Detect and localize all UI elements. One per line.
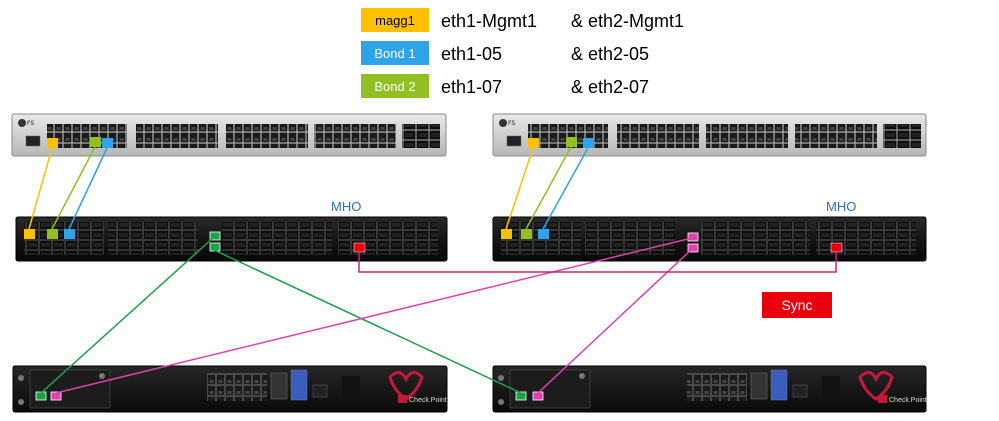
port-block-4 bbox=[314, 124, 396, 148]
bond2-iface1: eth1-07 bbox=[441, 77, 502, 97]
magg1-iface2: & eth2-Mgmt1 bbox=[571, 11, 684, 31]
checkpoint-brand-text: Check Point bbox=[889, 397, 927, 404]
mgmt-link-left bbox=[28, 147, 53, 230]
mgmt-port-marker bbox=[24, 229, 35, 239]
bond1-port-marker bbox=[64, 229, 75, 239]
bond2-port-marker bbox=[47, 229, 58, 239]
checkpoint-heart-logo-icon bbox=[388, 371, 424, 401]
uplink-green-port-1 bbox=[209, 231, 221, 241]
magg1-badge-label: magg1 bbox=[375, 13, 415, 28]
fs-logo-text: FS bbox=[508, 120, 515, 127]
bond1-port-marker bbox=[583, 138, 594, 148]
legend-row-bond1: Bond 1 eth1-05 & eth2-05 bbox=[361, 41, 649, 65]
magenta-port bbox=[50, 391, 62, 401]
bond2-port-marker bbox=[90, 137, 101, 147]
sync-port bbox=[353, 242, 366, 253]
uplink-sfp-block bbox=[883, 124, 921, 148]
access-switch-left: FS bbox=[11, 113, 447, 157]
mho-switch-left bbox=[15, 216, 448, 262]
bond2-link-left bbox=[51, 146, 96, 230]
access-switch-right: FS bbox=[492, 113, 927, 157]
bond2-badge-label: Bond 2 bbox=[374, 79, 415, 94]
green-link-to-right-appliance bbox=[213, 249, 522, 394]
port-block-3 bbox=[226, 124, 308, 148]
bond1-badge-label: Bond 1 bbox=[374, 46, 415, 61]
bond1-port-marker bbox=[102, 138, 113, 148]
port-block-3 bbox=[706, 124, 788, 148]
uplink-sfp-block bbox=[402, 124, 440, 148]
fs-logo-icon bbox=[18, 119, 26, 127]
magenta-link-to-right-appliance bbox=[537, 248, 693, 394]
magg1-badge bbox=[361, 8, 429, 32]
legend-row-bond2: Bond 2 eth1-07 & eth2-07 bbox=[361, 74, 649, 98]
bond2-port-marker bbox=[566, 137, 577, 147]
bond1-iface1: eth1-05 bbox=[441, 44, 502, 64]
checkpoint-appliance-right: Check Point bbox=[492, 365, 927, 413]
port-block-2 bbox=[617, 124, 699, 148]
mho-switch-right bbox=[492, 216, 927, 262]
sync-port bbox=[830, 242, 843, 253]
bond1-iface2: & eth2-05 bbox=[571, 44, 649, 64]
sync-link bbox=[358, 252, 837, 273]
port-block-2 bbox=[136, 124, 218, 148]
uplink-magenta-port-2 bbox=[687, 243, 699, 253]
bond1-link-right bbox=[542, 147, 589, 230]
checkpoint-heart-logo-icon bbox=[858, 371, 894, 401]
mho-label-left: MHO bbox=[331, 199, 361, 214]
port-block-4 bbox=[795, 124, 877, 148]
bond1-port-marker bbox=[538, 229, 549, 239]
green-link-to-left-appliance bbox=[40, 236, 215, 394]
checkpoint-appliance-left: Check Point bbox=[12, 365, 448, 413]
magenta-link-to-left-appliance bbox=[55, 237, 693, 394]
fs-logo-icon bbox=[499, 119, 507, 127]
bond1-link-left bbox=[68, 147, 108, 230]
port-block-1 bbox=[47, 124, 127, 148]
links bbox=[28, 146, 837, 394]
magg1-iface1: eth1-Mgmt1 bbox=[441, 11, 537, 31]
checkpoint-brand-text: Check Point bbox=[409, 397, 447, 404]
green-port bbox=[35, 391, 47, 401]
bond2-port-marker bbox=[521, 229, 532, 239]
uplink-magenta-port-1 bbox=[687, 232, 699, 242]
bond1-badge bbox=[361, 41, 429, 65]
bond2-link-right bbox=[525, 146, 572, 230]
mgmt-port-marker bbox=[501, 229, 512, 239]
legend: magg1 eth1-Mgmt1 & eth2-Mgmt1 Bond 1 eth… bbox=[361, 8, 684, 98]
bond2-iface2: & eth2-07 bbox=[571, 77, 649, 97]
sync-badge: Sync bbox=[762, 292, 832, 318]
mgmt-link-right bbox=[505, 147, 534, 230]
fs-logo-text: FS bbox=[27, 120, 34, 127]
mgmt-port-marker bbox=[528, 138, 539, 148]
legend-row-magg1: magg1 eth1-Mgmt1 & eth2-Mgmt1 bbox=[361, 8, 684, 32]
mho-label-right: MHO bbox=[826, 199, 856, 214]
magenta-port bbox=[532, 391, 544, 401]
green-port bbox=[515, 391, 527, 401]
sync-label: Sync bbox=[781, 297, 812, 313]
bond2-badge bbox=[361, 74, 429, 98]
mgmt-port-marker bbox=[47, 138, 58, 148]
